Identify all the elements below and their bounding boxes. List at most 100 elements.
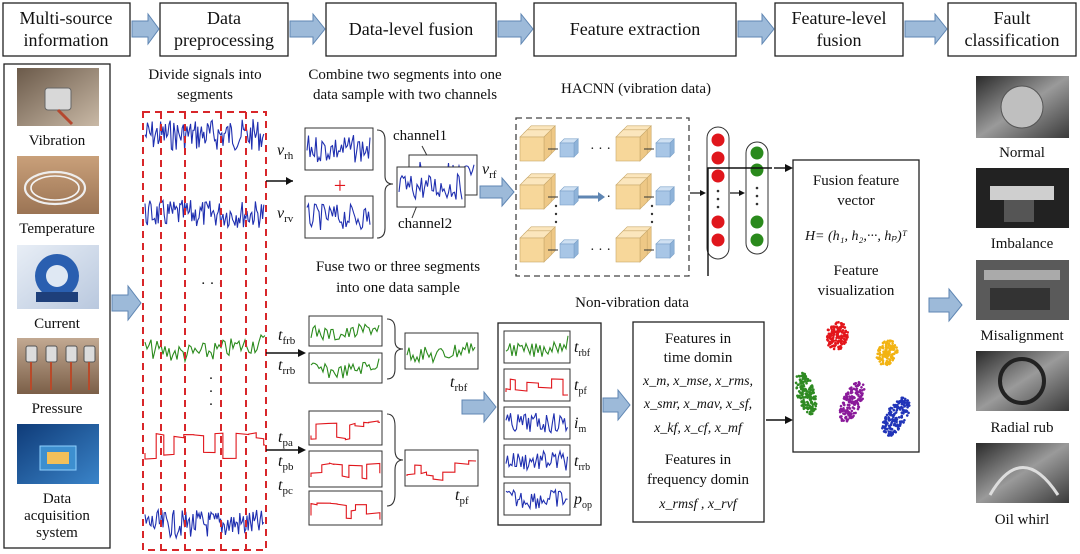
source-label-pressure: Pressure [32,401,83,417]
segment-t-pc-signal [310,502,381,520]
pipeline-6-line1: Fault [993,8,1030,28]
source-label-vibration: Vibration [29,133,86,149]
channel2-label: channel2 [398,216,452,232]
fault-normal: Normal [976,76,1069,161]
segment-t-rbf [404,332,479,370]
fault-oil-whirl: Oil whirl [976,443,1069,528]
cluster-purple [838,380,866,423]
preprocess-title-2: segments [177,87,233,103]
nonvib-signal-1 [505,378,569,396]
channel-2-signal [398,172,463,201]
fusion-vis-1: Feature [834,263,879,279]
fusion-formula: H= (h₁, h₂,···, hₚ)ᵀ [804,229,908,244]
source-label-daq-3: system [36,525,78,541]
arrow-to-nonvib [461,390,497,424]
pipeline-4-line1: Feature extraction [570,19,700,39]
pipeline-arrow-4 [737,12,775,46]
pipeline-box-2 [159,2,289,57]
pre-signal-pressure [144,432,266,460]
label-v-rh: vrh [277,142,294,162]
features-freq-title-2: frequency domin [647,472,750,488]
label-t-rbf: trbf [450,374,468,394]
pipeline-arrow-3 [497,12,534,46]
channel1-label: channel1 [393,128,447,144]
fuse-brace-1 [386,318,404,380]
pipeline-3-line1: Data-level fusion [349,19,473,39]
combine-title-1: Combine two segments into one [308,67,502,83]
fusion-title-2: vector [837,193,874,209]
nonvib-frame-3 [503,444,571,478]
arrow-to-features [602,388,631,422]
fault-label-oil-whirl: Oil whirl [995,512,1050,528]
features-time-line-2: x_smr, x_mav, x_sf, [643,397,752,412]
fuse-signals [308,315,479,526]
fc-neurons [690,126,769,260]
label-t-pc: tpc [278,477,293,497]
feature-clusters [794,320,911,437]
pipeline-2-line2: preprocessing [174,30,274,50]
pipeline-2-line1: Data [207,8,241,28]
pipeline-box-1 [2,2,131,57]
pipeline-5-line2: fusion [817,30,862,50]
preprocess-vdots-1: · [209,371,214,387]
nonvib-label-1: tpf [574,377,587,397]
pre-signal-vibration-2 [144,199,265,230]
nonvib-label-4: pop [573,491,592,511]
pipeline-header: Multi-source information Data preprocess… [2,2,1077,57]
features-time-line-3: x_kf, x_cf, x_mf [653,421,744,436]
fault-label-radial-rub: Radial rub [991,420,1054,436]
pipeline-box-6 [947,2,1077,57]
two-channel-sample [396,154,478,208]
attention-cube [655,138,675,158]
pre-signal-vibration-3 [144,507,265,540]
segment-t-rrb-signal [310,358,380,379]
pipeline-arrow-5 [904,12,948,46]
arrow-to-faults [928,287,963,323]
features-time-title-2: time domin [664,350,733,366]
fc-neuron [750,146,764,160]
fusion-vis-2: visualization [818,283,895,299]
nonvib-frame-1 [503,368,571,402]
features-time-line-1: x_m, x_mse, x_rms, [642,374,753,389]
fc-neuron [711,215,725,229]
segment-t-pc [308,490,383,526]
fc-neuron [750,233,764,247]
label-t-frb: tfrb [278,327,296,347]
source-label-daq-2: acquisition [24,508,90,524]
sources-arrow [111,284,142,322]
hacnn-box [515,117,690,277]
fault-misalignment: Misalignment [976,260,1069,344]
nonvib-label-2: im [574,415,586,435]
attention-cube [559,239,579,259]
combine-title-2: data sample with two channels [313,87,497,103]
pipeline-arrow-2 [289,12,326,46]
segment-t-pb-signal [310,462,381,480]
source-current: Current [17,245,99,332]
pipeline-5-line1: Feature-level [792,8,887,28]
feature-map-cube [519,230,552,263]
segment-t-frb-signal [310,322,380,342]
preprocess-vdots-2: · [209,384,214,400]
label-t-pb: tpb [278,453,294,473]
segment-t-pb [308,450,383,488]
preprocess-vdots-3: · [209,397,214,413]
fc-neuron [750,215,764,229]
fuse-brace-2 [386,413,404,507]
feature-map-cube [615,129,648,162]
pipeline-box-3 [325,2,497,57]
fault-label-misalignment: Misalignment [980,328,1064,344]
hacnn-title: HACNN (vibration data) [561,81,711,97]
attention-cube [655,186,675,206]
channel-2-frame [396,166,466,208]
segment-outer-dashed [142,111,267,551]
label-t-pf: tpf [455,487,469,507]
pipeline-1-line1: Multi-source [20,8,113,28]
source-temperature: Temperature [17,156,99,237]
segment-t-rbf-signal [406,342,476,365]
attention-cube [559,186,579,206]
nonvib-signal-3 [505,449,569,472]
source-label-daq-1: Data [43,491,72,507]
arrow-to-hacnn [479,176,515,208]
fc-neuron [711,233,725,247]
